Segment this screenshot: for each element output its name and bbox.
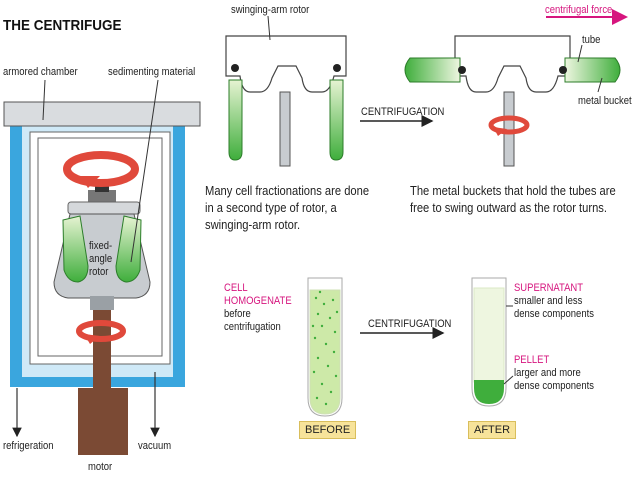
after-tube (471, 277, 507, 407)
label-metal-bucket: metal bucket (578, 95, 632, 107)
label-rotor-line-3: rotor (89, 266, 109, 278)
before-tag: BEFORE (299, 421, 357, 439)
caption-right-line-1: The metal buckets that hold the tubes ar… (410, 183, 616, 198)
caption-left-line-2: in a second type of rotor, a (205, 200, 337, 215)
label-centrifugal-force: centrifugal force (545, 4, 613, 16)
after-tag: AFTER (468, 421, 517, 439)
label-armored-chamber: armored chamber (3, 66, 78, 78)
swinging-arm-rotor-rest (225, 35, 347, 167)
before-tube (307, 277, 343, 417)
diagram-title: THE CENTRIFUGE (3, 17, 122, 34)
label-swinging-arm-rotor: swinging-arm rotor (231, 4, 310, 16)
label-pellet-desc-1: larger and more (514, 367, 581, 379)
rotation-arrow-right-icon (488, 115, 530, 136)
label-homogenate-line-2: HOMOGENATE (224, 295, 292, 307)
label-supernatant-desc-1: smaller and less (514, 295, 583, 307)
label-pellet: PELLET (514, 354, 550, 366)
label-rotor-line-2: angle (89, 253, 113, 265)
swinging-arm-rotor-spinning (404, 35, 621, 167)
label-before-line-1: before (224, 308, 251, 320)
label-motor: motor (88, 461, 113, 473)
label-rotor-line-1: fixed- (89, 240, 113, 252)
homogenate-particles (311, 290, 339, 406)
pointer-armored-chamber (42, 79, 46, 121)
fixed-angle-rotor (53, 182, 151, 310)
pointer-swinging-arm (267, 15, 271, 41)
caption-right-line-2: free to swing outward as the rotor turns… (410, 200, 607, 215)
label-centrifugation-bottom: CENTRIFUGATION (368, 318, 452, 330)
label-cell-line-1: CELL (224, 282, 248, 294)
caption-left-line-3: swinging-arm rotor. (205, 217, 301, 232)
label-sedimenting-material: sedimenting material (108, 66, 196, 78)
label-before-line-2: centrifugation (224, 321, 281, 333)
pointer-tube (577, 44, 583, 63)
label-pellet-desc-2: dense components (514, 380, 594, 392)
caption-swinging-arm: Many cell fractionations are done in a s… (205, 182, 369, 233)
label-tube: tube (582, 34, 601, 46)
label-refrigeration: refrigeration (3, 440, 54, 452)
caption-metal-buckets: The metal buckets that hold the tubes ar… (410, 182, 616, 216)
label-supernatant-desc-2: dense components (514, 308, 594, 320)
label-supernatant: SUPERNATANT (514, 282, 584, 294)
label-centrifugation-top: CENTRIFUGATION (361, 106, 445, 118)
motor (78, 306, 128, 455)
rotation-arrow-top-icon (63, 151, 139, 188)
caption-left-line-1: Many cell fractionations are done (205, 183, 370, 198)
pointer-metal-bucket (597, 77, 603, 93)
label-vacuum: vacuum (138, 440, 172, 452)
pointer-sedimenting-material (130, 79, 159, 263)
rotation-arrow-bottom-icon (76, 320, 126, 344)
pointer-pellet (503, 375, 514, 385)
